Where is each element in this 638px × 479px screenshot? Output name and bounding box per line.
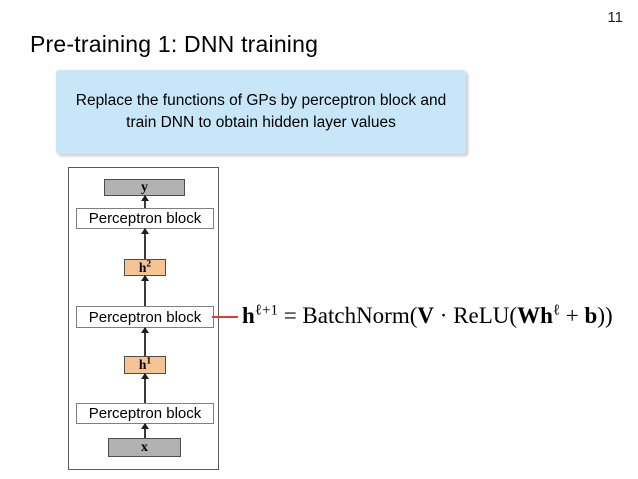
eq-equals-batchnorm: = BatchNorm(	[277, 303, 418, 328]
perceptron-block-label: Perceptron block	[88, 210, 202, 227]
perceptron-block-label: Perceptron block	[88, 308, 202, 326]
eq-sup-l: ℓ	[552, 302, 561, 319]
callout-line-1: Replace the functions of GPs by perceptr…	[75, 92, 447, 109]
callout-line-2: train DNN to obtain hidden layer values	[126, 114, 396, 131]
hidden-state-1-box: h1	[124, 356, 166, 374]
hidden-state-1-label: h1	[138, 356, 152, 372]
input-box: x	[108, 438, 181, 457]
eq-relu: ReLU(	[453, 303, 518, 328]
output-box: y	[104, 179, 185, 196]
output-label: y	[141, 179, 148, 195]
perceptron-block-top: Perceptron block	[76, 208, 214, 229]
flow-arrow-icon	[141, 373, 148, 403]
eq-Wh: Wh	[517, 303, 553, 328]
eq-close: ))	[597, 303, 613, 328]
hidden-state-2-box: h2	[124, 259, 166, 276]
hidden-state-2-label: h2	[138, 259, 152, 275]
perceptron-block-label: Perceptron block	[88, 405, 202, 422]
perceptron-block-bottom: Perceptron block	[76, 403, 214, 424]
perceptron-block-middle: Perceptron block	[76, 306, 214, 328]
eq-sup-l-plus-1: ℓ+1	[254, 302, 278, 319]
flow-arrow-icon	[141, 423, 148, 438]
input-label: x	[141, 439, 148, 455]
eq-h: h	[242, 303, 255, 328]
flow-arrow-icon	[141, 275, 148, 306]
callout-box: Replace the functions of GPs by perceptr…	[56, 70, 466, 154]
eq-V: V	[417, 303, 435, 328]
flow-arrow-icon	[141, 228, 148, 259]
flow-arrow-icon	[141, 327, 148, 356]
eq-plus: +	[560, 303, 585, 328]
flow-arrow-icon	[141, 195, 148, 208]
equation-pointer-line	[212, 316, 238, 319]
slide-title: Pre-training 1: DNN training	[30, 31, 319, 57]
dnn-diagram: y Perceptron block h2 Perceptron block h…	[68, 167, 219, 470]
eq-b: b	[584, 303, 598, 328]
eq-cdot: ·	[434, 303, 454, 328]
page-number: 11	[607, 9, 623, 26]
batchnorm-equation: hℓ+1 = BatchNorm(V · ReLU(Whℓ + b))	[242, 303, 613, 329]
